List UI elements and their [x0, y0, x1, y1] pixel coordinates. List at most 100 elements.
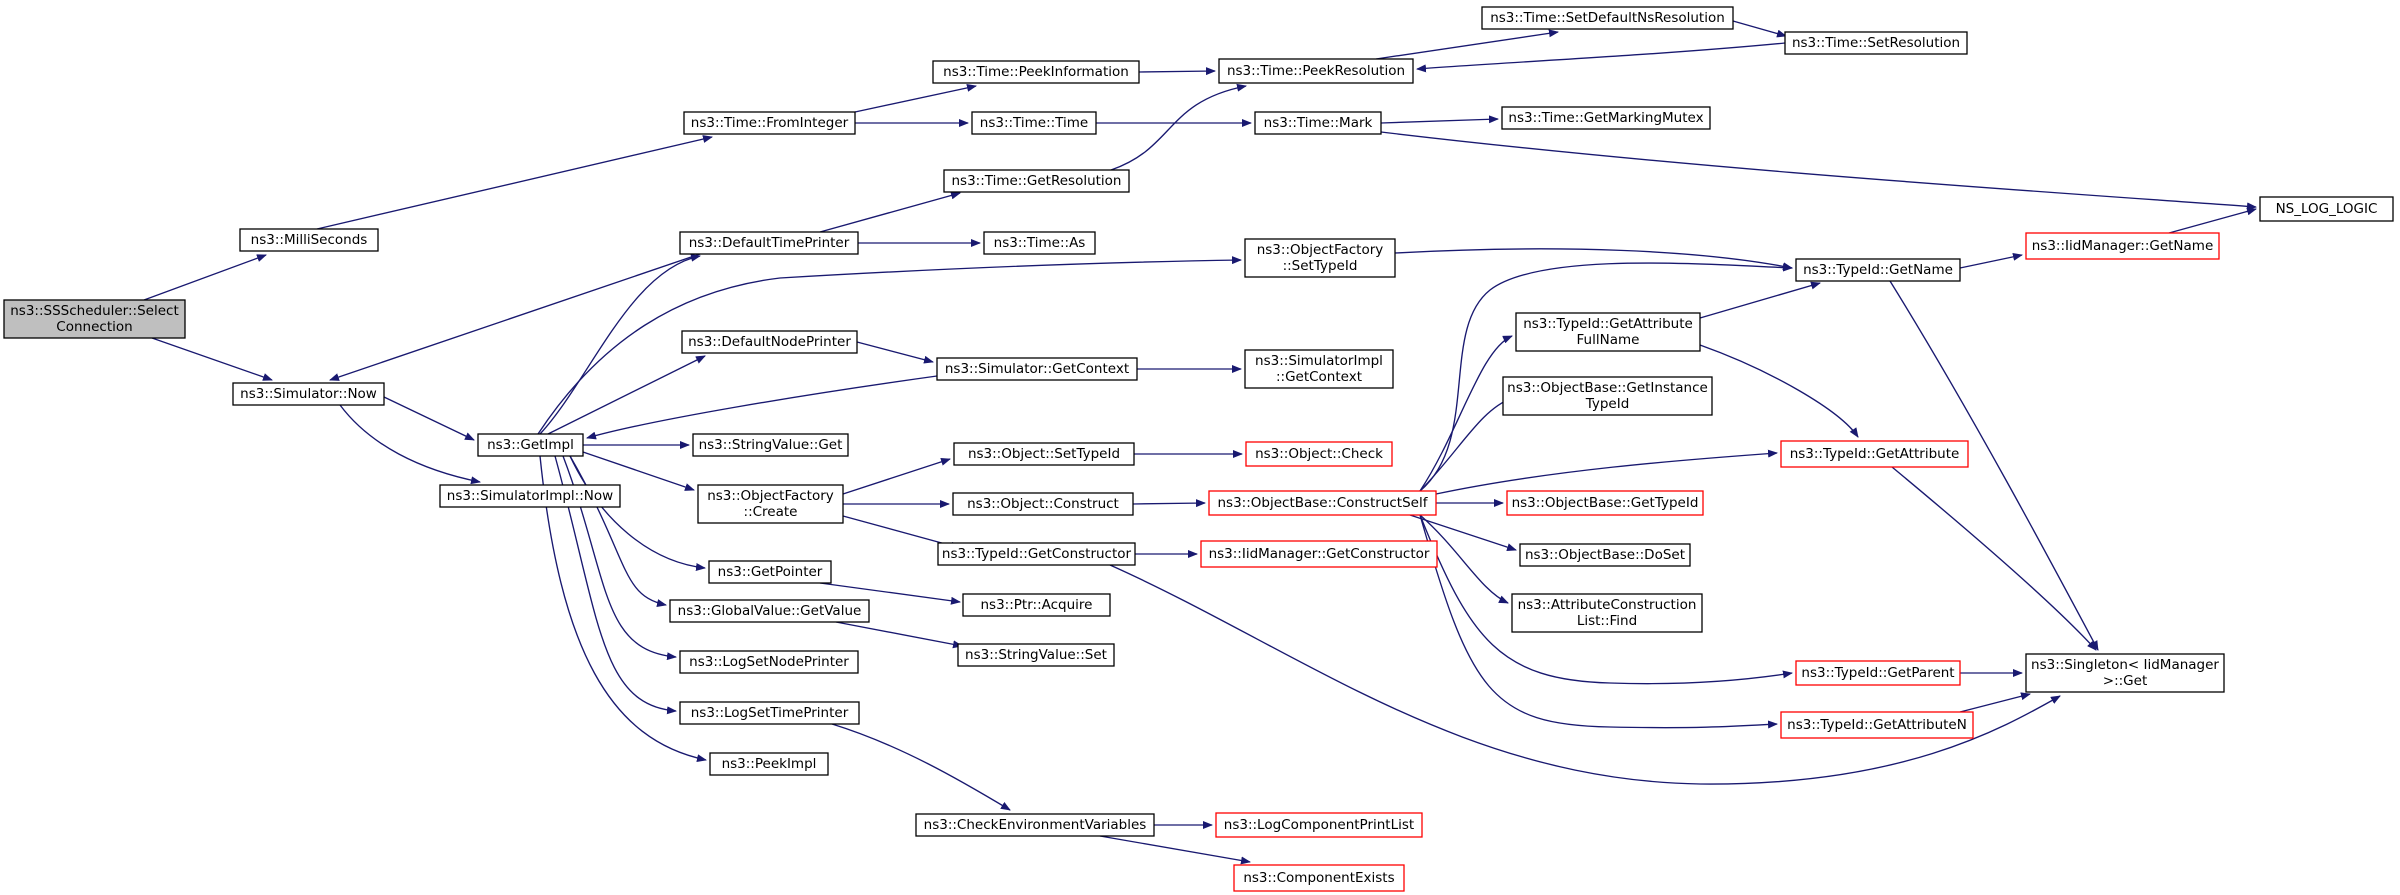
- node-ofcreate[interactable]: ns3::ObjectFactory::Create: [697, 484, 844, 524]
- node-timeas[interactable]: ns3::Time::As: [983, 231, 1096, 255]
- node-box: [2259, 196, 2394, 222]
- node-label: ns3::SSScheduler::Select: [10, 303, 179, 319]
- node-peekinfo[interactable]: ns3::Time::PeekInformation: [932, 60, 1140, 84]
- node-label: ns3::Time::FromInteger: [691, 115, 849, 131]
- node-mark[interactable]: ns3::Time::Mark: [1254, 111, 1382, 135]
- node-getimpl[interactable]: ns3::GetImpl: [477, 433, 584, 457]
- node-objsettypeid[interactable]: ns3::Object::SetTypeId: [953, 442, 1135, 466]
- node-label: ns3::ComponentExists: [1243, 870, 1394, 886]
- node-iidgetconstructor[interactable]: ns3::IidManager::GetConstructor: [1200, 540, 1438, 568]
- call-edge-ofcreate-to-objsettypeid: [842, 457, 951, 495]
- call-edge-simgetcontext-to-getimpl: [586, 375, 938, 440]
- node-box: [962, 593, 1111, 617]
- node-box: [1511, 593, 1703, 633]
- node-ofsettypeid[interactable]: ns3::ObjectFactory::SetTypeId: [1244, 238, 1396, 278]
- node-label: ns3::Simulator::GetContext: [945, 361, 1129, 377]
- node-box: [692, 433, 849, 457]
- node-simimplnow[interactable]: ns3::SimulatorImpl::Now: [439, 484, 621, 508]
- node-box: [679, 650, 859, 674]
- node-getpointer[interactable]: ns3::GetPointer: [708, 560, 832, 584]
- node-typeidgetparent[interactable]: ns3::TypeId::GetParent: [1795, 660, 1961, 686]
- node-label: ns3::TypeId::GetName: [1803, 262, 1953, 278]
- call-edge-now-to-getimpl: [383, 396, 475, 441]
- call-edge-getimpl-to-ofsettypeid: [537, 256, 1242, 435]
- call-edge-constructself-to-attrconstrlist: [1419, 514, 1509, 604]
- node-box: [683, 111, 856, 135]
- node-setdefns[interactable]: ns3::Time::SetDefaultNsResolution: [1481, 6, 1734, 30]
- node-box: [1502, 376, 1713, 416]
- node-checkenv[interactable]: ns3::CheckEnvironmentVariables: [915, 813, 1155, 837]
- node-typeidgetname[interactable]: ns3::TypeId::GetName: [1795, 258, 1961, 282]
- node-box: [957, 643, 1115, 667]
- call-edge-iidgetname-to-nslog: [2168, 207, 2257, 234]
- node-box: [932, 60, 1140, 84]
- node-stringvalueset[interactable]: ns3::StringValue::Set: [957, 643, 1115, 667]
- node-label: ns3::Object::SetTypeId: [968, 446, 1120, 462]
- node-label: ns3::ObjectFactory: [1257, 242, 1384, 258]
- node-label: ns3::StringValue::Set: [965, 647, 1107, 663]
- node-globalvalue[interactable]: ns3::GlobalValue::GetValue: [669, 599, 870, 623]
- node-defnodeprinter[interactable]: ns3::DefaultNodePrinter: [681, 330, 858, 354]
- node-frominteger[interactable]: ns3::Time::FromInteger: [683, 111, 856, 135]
- call-edge-peekinfo-to-peekres: [1138, 67, 1216, 76]
- node-label: >::Get: [2103, 673, 2147, 689]
- node-objconstruct[interactable]: ns3::Object::Construct: [952, 492, 1134, 516]
- node-box: [983, 231, 1096, 255]
- node-compexists[interactable]: ns3::ComponentExists: [1233, 864, 1405, 892]
- node-box: [1519, 543, 1691, 567]
- call-edge-typeidgetname-to-singleton: [1889, 280, 2099, 651]
- call-edge-getimpl-to-peekimpl: [539, 455, 707, 763]
- call-edge-getimpl-to-logtimeprinter: [554, 455, 677, 715]
- call-edge-getimpl-to-globalvalue: [569, 455, 667, 607]
- call-edge-typeidgetattrn-to-singleton: [1959, 692, 2031, 713]
- call-edge-constructself-to-typeidgetattr: [1435, 449, 1778, 495]
- node-now[interactable]: ns3::Simulator::Now: [232, 382, 385, 406]
- node-logtimeprinter[interactable]: ns3::LogSetTimePrinter: [679, 701, 860, 725]
- node-milli[interactable]: ns3::MilliSeconds: [239, 228, 379, 252]
- call-edge-defnodeprinter-to-simgetcontext: [856, 341, 934, 364]
- node-box: [952, 492, 1134, 516]
- node-simimplgetcontext[interactable]: ns3::SimulatorImpl::GetContext: [1244, 349, 1394, 389]
- node-doset[interactable]: ns3::ObjectBase::DoSet: [1519, 543, 1691, 567]
- node-peekimpl[interactable]: ns3::PeekImpl: [709, 752, 829, 776]
- node-simgetcontext[interactable]: ns3::Simulator::GetContext: [936, 357, 1138, 381]
- node-logcompprint[interactable]: ns3::LogComponentPrintList: [1215, 812, 1423, 838]
- node-singleton[interactable]: ns3::Singleton< IidManager >::Get: [2025, 653, 2225, 693]
- node-label: ns3::StringValue::Get: [699, 437, 843, 453]
- node-label: ns3::IidManager::GetName: [2032, 238, 2214, 254]
- node-box: [3, 299, 186, 339]
- call-edge-getres-to-peekres: [1110, 83, 1247, 171]
- node-label: ns3::ObjectFactory: [707, 488, 834, 504]
- node-stringvalueget[interactable]: ns3::StringValue::Get: [692, 433, 849, 457]
- node-label: ns3::GetPointer: [718, 564, 823, 580]
- call-edge-constructself-to-getinstancetypeid: [1419, 397, 1513, 492]
- node-setres[interactable]: ns3::Time::SetResolution: [1784, 31, 1968, 55]
- node-getres[interactable]: ns3::Time::GetResolution: [943, 169, 1130, 193]
- node-markmutex[interactable]: ns3::Time::GetMarkingMutex: [1501, 106, 1711, 130]
- node-typeidgetattrn[interactable]: ns3::TypeId::GetAttributeN: [1780, 711, 1974, 739]
- node-getconstructor[interactable]: ns3::TypeId::GetConstructor: [937, 542, 1136, 566]
- node-timetime[interactable]: ns3::Time::Time: [971, 111, 1097, 135]
- node-lognodeprinter[interactable]: ns3::LogSetNodePrinter: [679, 650, 859, 674]
- node-iidgetname[interactable]: ns3::IidManager::GetName: [2025, 232, 2220, 260]
- node-box: [953, 442, 1135, 466]
- node-peekres[interactable]: ns3::Time::PeekResolution: [1218, 58, 1414, 84]
- call-edge-now-to-simimplnow: [339, 404, 481, 485]
- call-edge-constructself-to-typeidgetattrn: [1419, 514, 1778, 729]
- node-ptracquire[interactable]: ns3::Ptr::Acquire: [962, 593, 1111, 617]
- node-nslog[interactable]: NS_LOG_LOGIC: [2259, 196, 2394, 222]
- node-deftimeprinter[interactable]: ns3::DefaultTimePrinter: [679, 231, 859, 255]
- node-label: ::SetTypeId: [1283, 258, 1358, 274]
- call-edge-mark-to-markmutex: [1380, 115, 1499, 124]
- node-box: [1215, 812, 1423, 838]
- node-box: [2025, 232, 2220, 260]
- node-label: ns3::Time::GetMarkingMutex: [1508, 110, 1703, 126]
- node-typeidgetattr[interactable]: ns3::TypeId::GetAttribute: [1780, 440, 1969, 468]
- node-constructself[interactable]: ns3::ObjectBase::ConstructSelf: [1208, 490, 1437, 516]
- node-objcheck[interactable]: ns3::Object::Check: [1245, 441, 1393, 467]
- node-obgettypeid[interactable]: ns3::ObjectBase::GetTypeId: [1506, 490, 1704, 516]
